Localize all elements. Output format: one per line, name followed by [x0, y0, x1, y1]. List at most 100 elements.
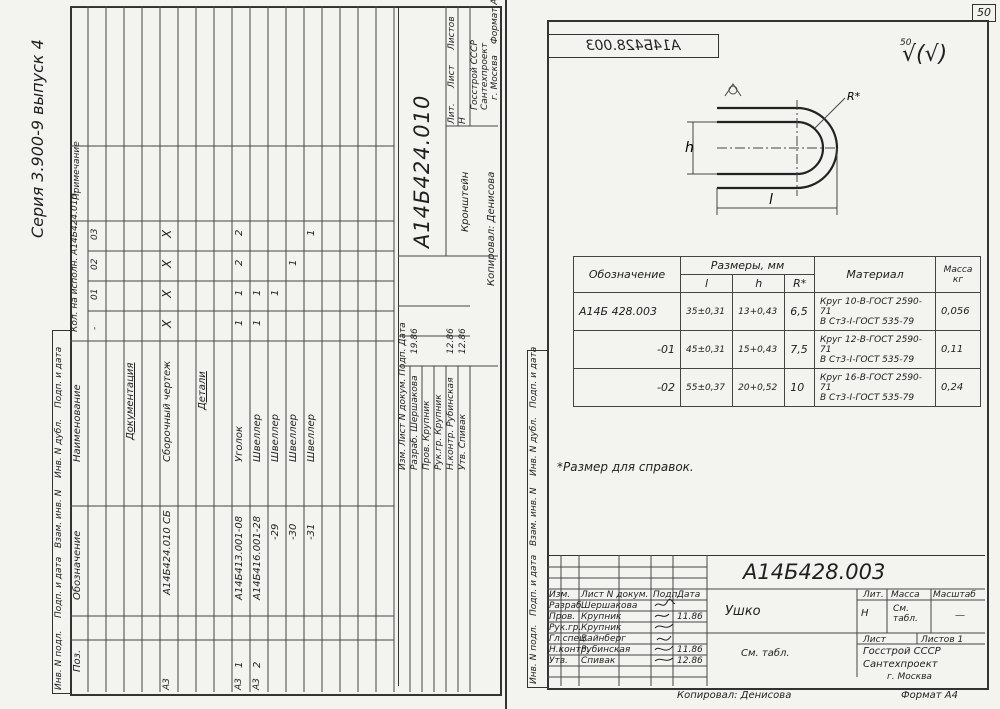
series-header: Серия 3.900-9 выпуск 4 [28, 39, 47, 238]
col-name: Наименование [72, 384, 83, 462]
right-copied: Копировал: Денисова [677, 690, 792, 701]
right-mass-label: Масса [891, 590, 920, 600]
cell-h: 13+0,43 [732, 292, 786, 331]
cell-designation: -02 [573, 368, 681, 407]
left-title-name: Кронштейн [460, 171, 471, 232]
mirrored-designation: А14Б428.003 [547, 34, 719, 58]
row-7-designation: -30 [288, 523, 299, 540]
cell-designation: -01 [573, 330, 681, 369]
left-role-0: Изм. Лист N докум. Подп. Дата [398, 322, 408, 470]
row-8-designation: -31 [306, 523, 317, 540]
row-5-name: Швеллер [252, 413, 263, 462]
roughness-symbol: √(√) [902, 42, 948, 67]
th-sizes: Размеры, мм [680, 256, 815, 275]
material-line-1: Круг 12-В-ГОСТ 2590-71 [820, 334, 923, 355]
left-title-designation: А14Б424.010 [410, 94, 434, 248]
row-2-qty-0: X [160, 319, 174, 328]
right-role-3-name: Крупник [581, 623, 622, 633]
th-r: R* [784, 274, 815, 293]
reference-note: *Размер для справок. [557, 460, 694, 474]
row-2-qty-2: X [160, 259, 174, 268]
left-lit-sheet: Лист [447, 65, 457, 88]
row-5-format: А3 [252, 678, 262, 690]
right-role-2-name: Крупник [581, 612, 622, 622]
row-2-designation: А14Б424.010 СБ [162, 510, 173, 595]
col-pos: Поз. [72, 649, 83, 672]
right-material: См. табл. [741, 648, 790, 659]
left-lit-labels: Лит. [447, 103, 457, 124]
right-title-name: Ушко [725, 604, 761, 619]
right-edge-label-4: Инв. N дубл. [529, 417, 539, 476]
right-org-2: Сантехпроект [863, 659, 938, 670]
row-4-qty-3: 2 [234, 229, 245, 236]
right-org-1: Госстрой СССР [863, 646, 941, 657]
cell-l: 45±0,31 [679, 330, 734, 369]
table-row: -02 55±0,37 20+0,52 10 Круг 16-В-ГОСТ 25… [573, 368, 981, 407]
right-title-designation: А14Б428.003 [743, 560, 886, 584]
left-org-3: г. Москва [490, 55, 500, 100]
left-role-1: Разраб. Шершакова [410, 375, 420, 470]
row-4-qty-1: 1 [234, 289, 245, 296]
left-title-block [398, 6, 499, 686]
row-4-qty-0: 1 [234, 319, 245, 326]
col-qty-header: Кол. на исполн. А14Б424.010- [70, 190, 80, 332]
row-8-qty-3: 1 [306, 229, 317, 236]
left-org-2: Сантехпроект [480, 42, 490, 110]
right-scale-label: Масштаб [933, 590, 976, 600]
right-role-1: Разраб. [549, 601, 585, 611]
cell-mass: 0,11 [935, 330, 981, 369]
spec-grid [70, 6, 498, 692]
row-8-name: Швеллер [306, 413, 317, 462]
left-sheet: Инв. N подл. Подп. и дата Взам. инв. N И… [28, 0, 502, 696]
left-date-1: 12.86 [446, 328, 456, 354]
left-lit-sheets: Листов [447, 16, 457, 50]
dim-h: h [685, 140, 694, 156]
cell-mass: 0,056 [935, 292, 981, 331]
cell-l: 35±0,31 [679, 292, 734, 331]
th-h: h [732, 274, 786, 293]
material-line-1: Круг 16-В-ГОСТ 2590-71 [820, 372, 923, 393]
col-qty-2: 02 [90, 258, 100, 270]
cell-r: 10 [784, 368, 815, 407]
cell-r: 6,5 [784, 292, 815, 331]
right-edge-label-1: Инв. N подл. [529, 624, 539, 684]
row-2-qty-1: X [160, 289, 174, 298]
row-4-name: Уголок [234, 425, 245, 462]
right-role-4-name: Вайнберг [581, 634, 626, 644]
right-role-6-name: Спивак [581, 656, 616, 666]
right-role-4: Гл.спец. [549, 634, 588, 644]
sizes-table: Обозначение Размеры, мм Материал Масса к… [573, 256, 981, 407]
left-format: Формат А4 [490, 0, 500, 44]
row-6-qty-1: 1 [270, 289, 281, 296]
table-row: А14Б 428.003 35±0,31 13+0,43 6,5 Круг 10… [573, 292, 981, 331]
col-note: Примечание [72, 141, 82, 200]
left-role-4: Н.контр. Рубинская [446, 377, 456, 470]
left-lit-value: Н [458, 117, 468, 124]
row-doc-section: Документация [125, 362, 136, 440]
dim-l: l [769, 192, 773, 208]
row-2-qty-3: X [160, 229, 174, 238]
u-bolt-drawing: h l R* [685, 83, 861, 215]
right-role-5-name: Рубинская [581, 645, 631, 655]
row-parts-section: Детали [197, 371, 208, 410]
cell-designation: А14Б 428.003 [573, 292, 681, 331]
row-4-designation: А14Б413.001-08 [234, 515, 245, 600]
row-4-pos: 1 [234, 661, 245, 668]
right-sheet: 50 Инв. N подл. Подп. и дата Взам. инв. … [505, 0, 1000, 709]
signatures [654, 598, 676, 662]
th-designation: Обозначение [573, 256, 681, 293]
left-role-3: Рук.гр. Крупник [434, 394, 444, 470]
right-role-6-date: 12.86 [677, 656, 703, 666]
left-edge-label-3: Взам. инв. N [54, 489, 64, 548]
right-lit-value: Н [861, 608, 869, 619]
row-5-designation: А14Б416.001-28 [252, 515, 263, 600]
th-material: Материал [814, 256, 936, 293]
left-title-grid [398, 6, 498, 692]
right-scale-value: — [955, 610, 965, 621]
left-edge-label-1: Инв. N подл. [54, 630, 64, 690]
right-title-block [547, 555, 985, 687]
right-edge-label-5: Подп. и дата [529, 346, 539, 408]
left-role-2: Пров. Крупник [422, 400, 432, 471]
